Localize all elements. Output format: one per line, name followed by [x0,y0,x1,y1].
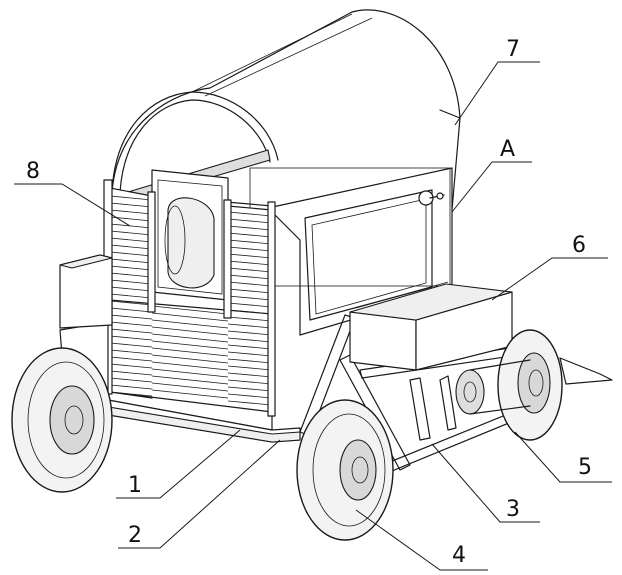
grille-slat [109,265,153,271]
grille-slat [109,230,153,236]
grille-slat [227,365,273,371]
grille-slat [109,321,153,327]
grille-slat [227,232,273,238]
grille-slat [151,389,229,399]
grille-slat [109,279,153,285]
label-a: A [500,137,515,162]
grille-slat [109,377,153,383]
grille-slat [109,349,153,355]
motor-box [349,281,513,371]
grille-slat [109,328,153,334]
grille-slat [109,307,153,313]
grille-slat [151,340,229,350]
grille-slat [109,286,153,292]
grille-slat [109,209,153,215]
grille-slat [109,335,153,341]
grille-slat [227,239,273,245]
label-4: 4 [452,543,466,568]
grille-slat [109,195,153,201]
grille-slat [109,314,153,320]
grille-slat [227,372,273,378]
grille-slat [151,347,229,357]
label-6: 6 [572,233,586,258]
grille-slat [227,379,273,385]
grille-slat [227,358,273,364]
grille-slat [151,312,229,322]
grille-slat [227,288,273,294]
label-3: 3 [506,497,520,522]
grille-slat [227,351,273,357]
grille-slat [109,342,153,348]
grille-slat [227,316,273,322]
grille-slat [227,246,273,252]
grille-slat [109,370,153,376]
label-7: 7 [506,37,520,62]
left-box [59,254,113,329]
grille-slat [109,391,153,397]
grille-slat [151,354,229,364]
grille-slat [227,337,273,343]
grille-slat [227,330,273,336]
grille-slat [109,251,153,257]
label-8: 8 [26,159,40,184]
grille-slat [227,344,273,350]
grille-slat [227,267,273,273]
chain-drive-right [455,359,531,415]
grille-slat [227,386,273,392]
grille-slat [227,281,273,287]
grille-slat [227,295,273,301]
grille-slat [109,244,153,250]
label-1: 1 [128,473,142,498]
grille-slat [227,218,273,224]
grille-slat [109,258,153,264]
callout-labels: 7 A 8 6 5 1 3 2 4 [26,37,592,568]
grille-slat [227,309,273,315]
grille-slat [227,253,273,259]
grille-slat [227,225,273,231]
grille-slat [151,333,229,343]
grille-slat [109,223,153,229]
grille-slat [227,302,273,308]
chassis-base [59,321,301,443]
front-right-wheel [296,399,394,541]
grille-slat [109,363,153,369]
grille-slat [227,323,273,329]
grille-slat [151,375,229,385]
grille-slat [227,260,273,266]
grille-slat [151,382,229,392]
grille-slat [151,368,229,378]
grille-slat [227,274,273,280]
grille-slat [151,361,229,371]
leader-lines [14,61,612,571]
grille-slat [151,326,229,336]
grille-slat [227,393,273,399]
tow-bar [559,357,613,385]
grille-slat [109,272,153,278]
rear-right-wheel [497,329,563,441]
grille-slat [109,384,153,390]
grille-slat [151,305,229,315]
grille-slat [109,237,153,243]
label-5: 5 [578,455,592,480]
grille-slat [151,319,229,329]
label-2: 2 [128,523,142,548]
grille-slat [109,293,153,299]
grille-slat [227,211,273,217]
grille-slat [109,356,153,362]
grille-slat [109,202,153,208]
grille-slat [109,300,153,306]
front-left-wheel [11,347,113,493]
grille-slat [227,400,273,406]
